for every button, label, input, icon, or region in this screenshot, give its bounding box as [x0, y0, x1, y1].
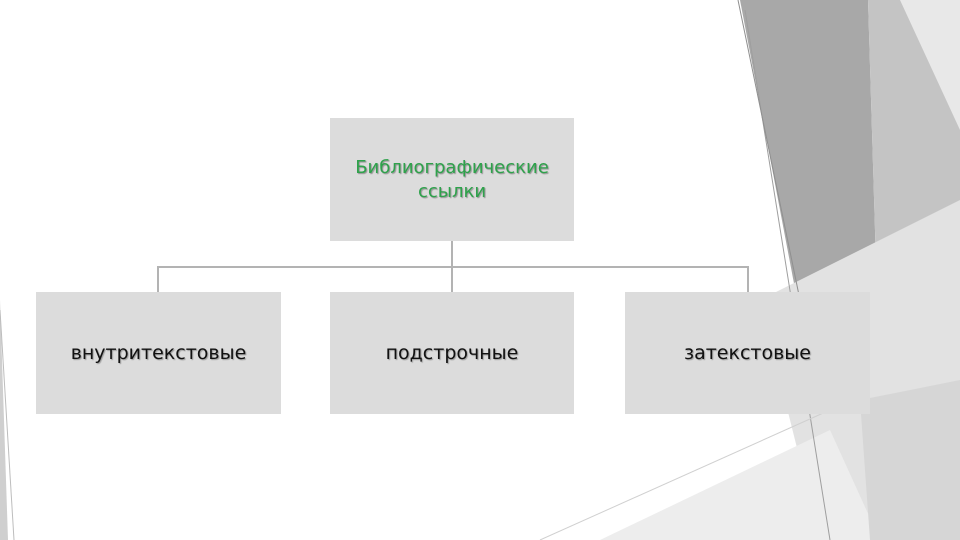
root-node: Библиографические ссылки	[330, 118, 574, 241]
child-node-label: подстрочные	[385, 342, 519, 364]
deco-facet-lower-light	[600, 430, 880, 540]
child-node-label: внутритекстовые	[70, 342, 247, 364]
child-node-endnote: затекстовые	[625, 292, 870, 414]
deco-line-1	[744, 9, 831, 540]
root-node-label: Библиографические ссылки	[355, 156, 549, 202]
deco-left-sliver	[0, 300, 8, 540]
deco-left-line	[0, 309, 15, 540]
deco-facet-light	[900, 0, 960, 130]
deco-line-3	[539, 409, 831, 540]
child-node-label: затекстовые	[683, 342, 811, 364]
child-node-intext: внутритекстовые	[36, 292, 281, 414]
deco-line-2	[737, 0, 801, 301]
child-node-footnote: подстрочные	[330, 292, 574, 414]
deco-facet-bottom-right	[860, 380, 960, 540]
